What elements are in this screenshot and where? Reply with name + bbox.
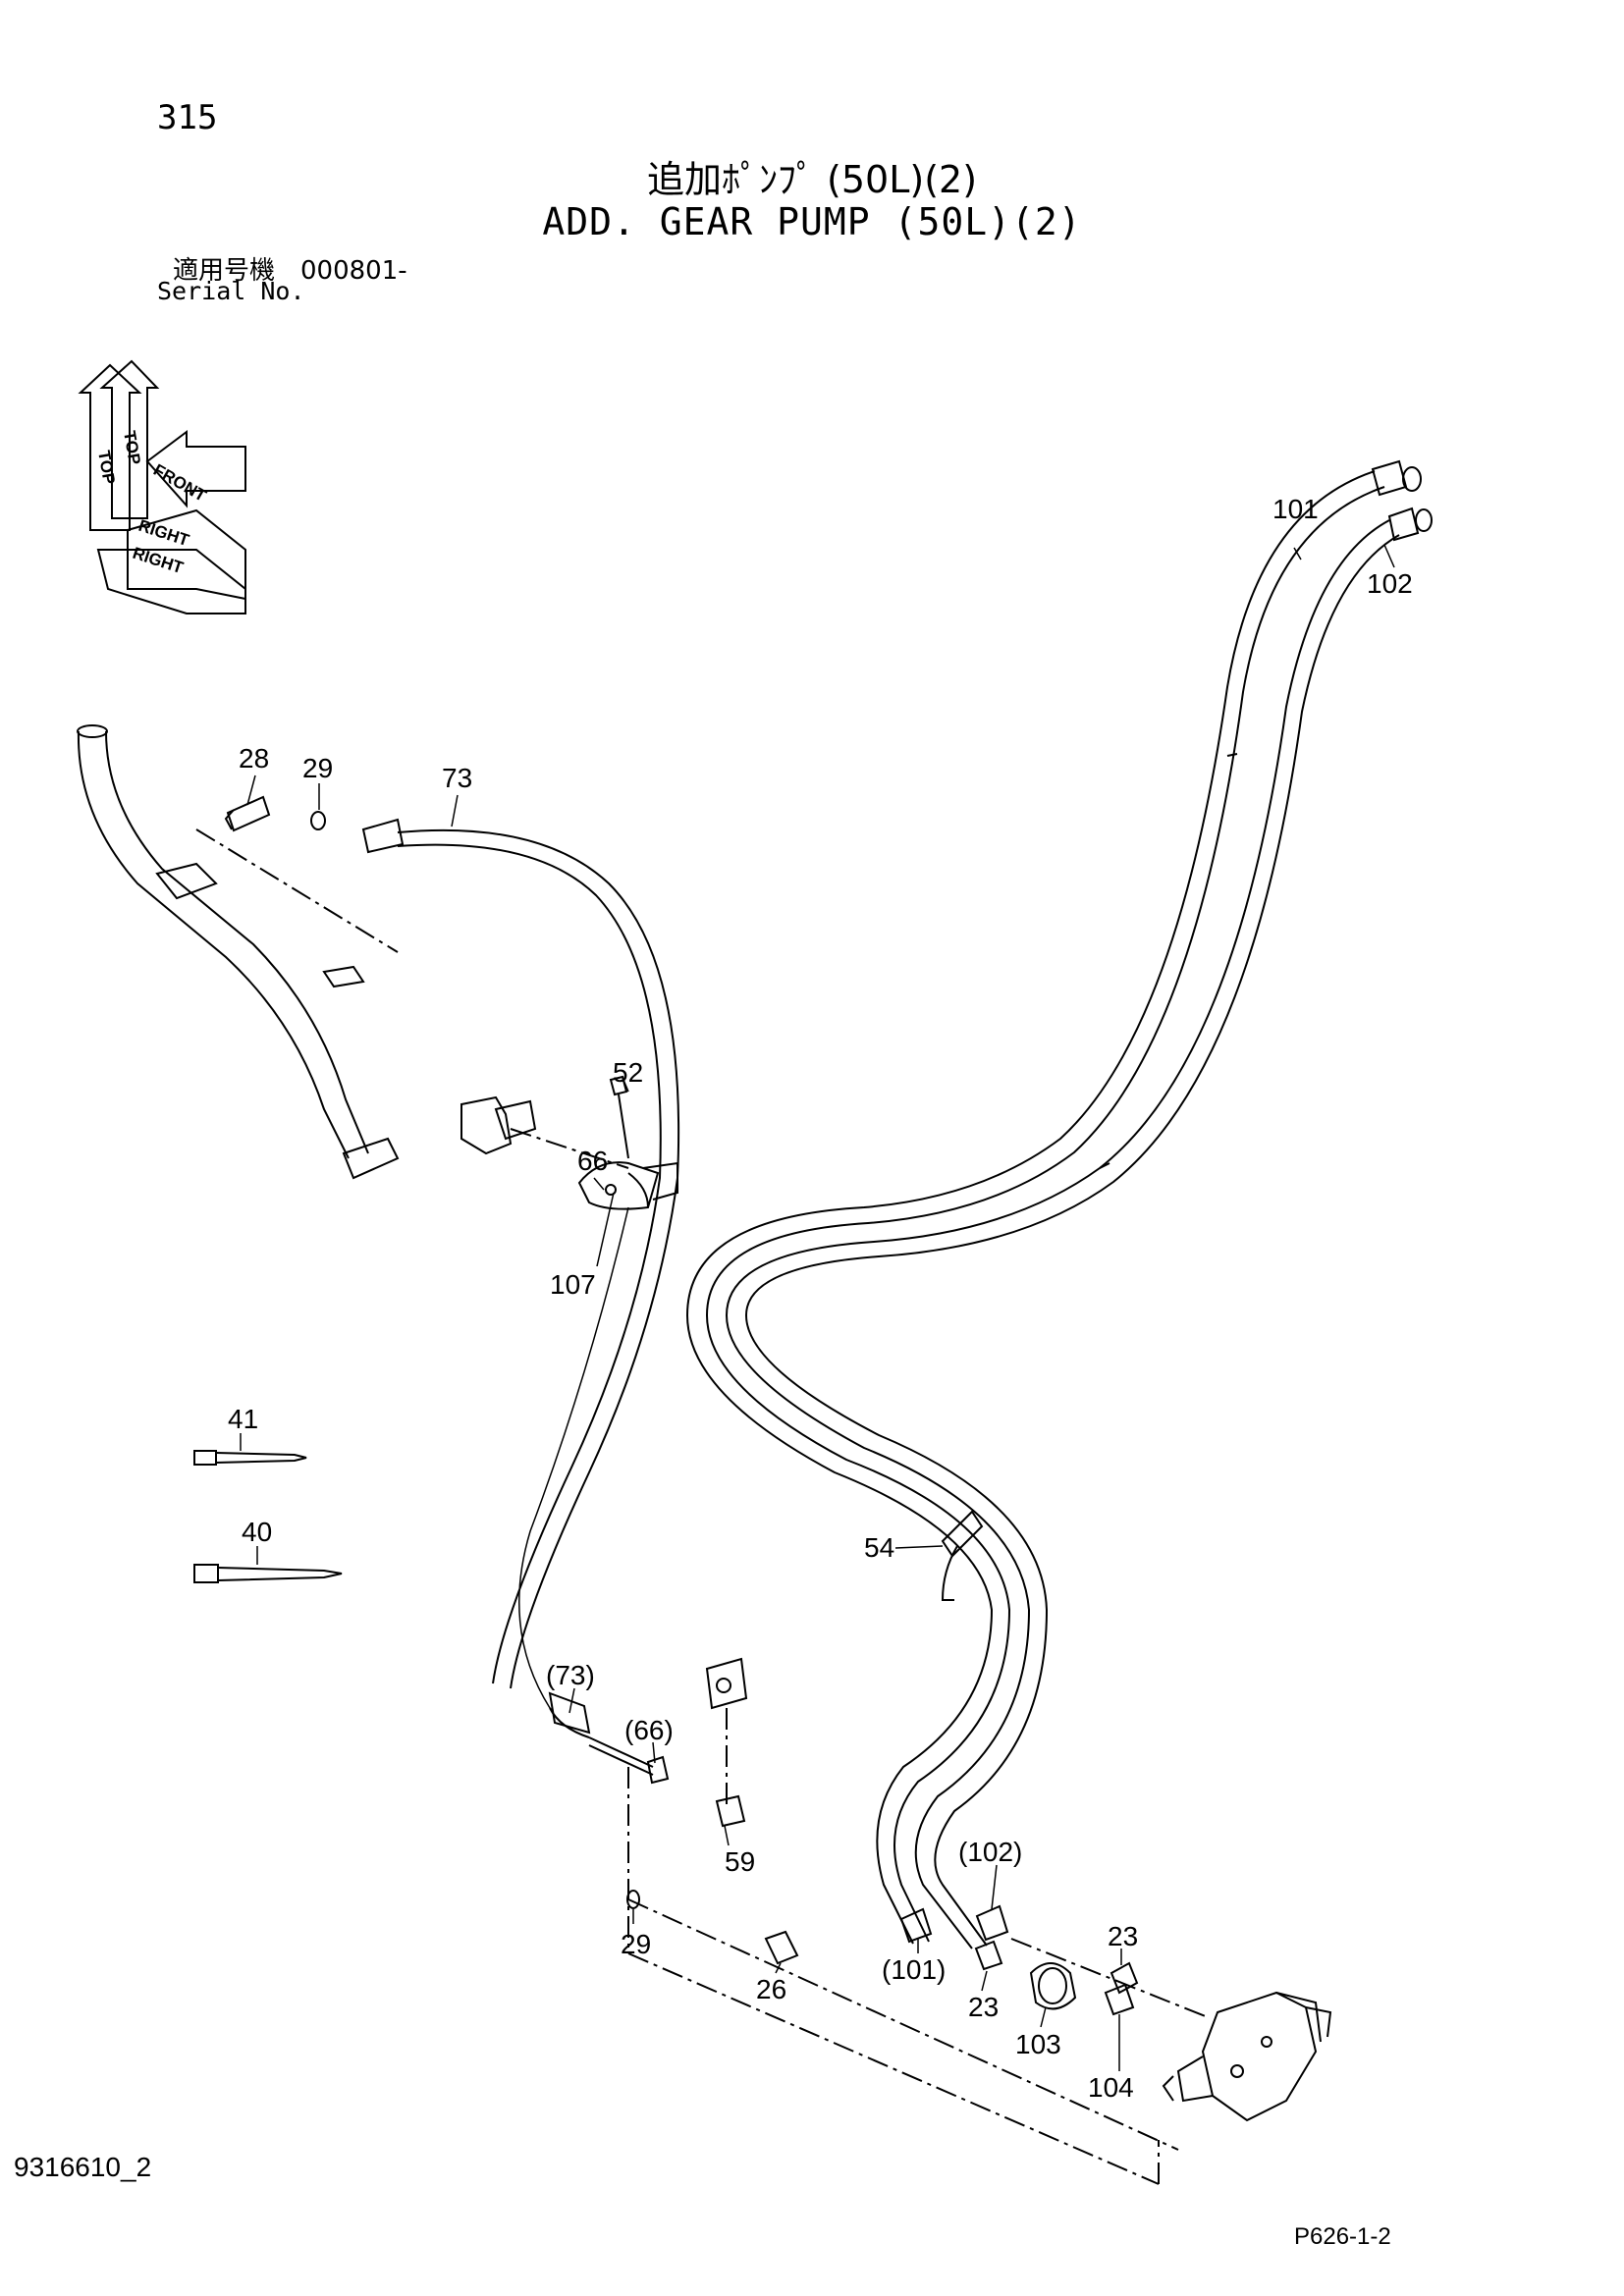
reference-code: P626-1-2: [1294, 2223, 1391, 2250]
clamp-54: [941, 1510, 984, 1601]
serial-label-japanese: 適用号機 000801-: [173, 256, 407, 286]
bracket-66-group: [460, 1075, 678, 1210]
lower-right-fittings: [899, 1904, 1209, 2018]
callout-23-left: 23: [968, 1992, 999, 2022]
callout-26: 26: [756, 1974, 786, 2004]
leader-lines: [240, 544, 1395, 2071]
callout-101: 101: [1272, 494, 1319, 524]
callout-103: 103: [1015, 2029, 1061, 2059]
page-number: 315: [157, 98, 218, 137]
callout-102-ref: (102): [958, 1837, 1022, 1867]
cable-tie-40: [193, 1564, 343, 1583]
orient-right-label-1: RIGHT: [136, 516, 192, 551]
hoses-101-102: [685, 459, 1433, 1949]
pipe-assembly-left: [77, 724, 400, 1180]
orient-right-label-2: RIGHT: [131, 544, 187, 578]
callout-54: 54: [864, 1532, 894, 1563]
callout-73: 73: [442, 763, 472, 793]
callout-23-right: 23: [1108, 1921, 1138, 1951]
orientation-indicator: TOP TOP FRONT RIGHT RIGHT: [78, 359, 246, 614]
fitting-28-group: [195, 795, 405, 953]
cable-tie-41: [193, 1450, 307, 1466]
callout-28: 28: [239, 743, 269, 774]
callout-66-ref: (66): [624, 1715, 674, 1745]
title-english: ADD. GEAR PUMP (50L)(2): [542, 200, 1082, 243]
callout-29-lower: 29: [621, 1929, 651, 1959]
callout-101-ref: (101): [882, 1954, 946, 1985]
callout-40: 40: [242, 1517, 272, 1547]
callout-102: 102: [1367, 568, 1413, 599]
callout-104: 104: [1088, 2072, 1134, 2103]
orient-top-label-1: TOP: [94, 449, 119, 485]
hose-73: [397, 828, 680, 1738]
callout-41: 41: [228, 1404, 258, 1434]
callout-52: 52: [613, 1057, 643, 1088]
document-number: 9316610_2: [14, 2152, 152, 2182]
callout-66: 66: [577, 1146, 608, 1176]
callout-29-upper: 29: [302, 753, 333, 783]
callout-73-ref: (73): [546, 1660, 595, 1690]
title-japanese: 追加ﾎﾟﾝﾌﾟ (50L)(2): [646, 158, 978, 201]
orient-top-label-2: TOP: [120, 429, 144, 465]
lower-fittings: [588, 1657, 1179, 2185]
serial-label-english: Serial No.: [157, 277, 305, 305]
callout-59: 59: [725, 1846, 755, 1877]
gear-pump-assembly: [1162, 1991, 1332, 2122]
callout-107: 107: [550, 1269, 596, 1300]
